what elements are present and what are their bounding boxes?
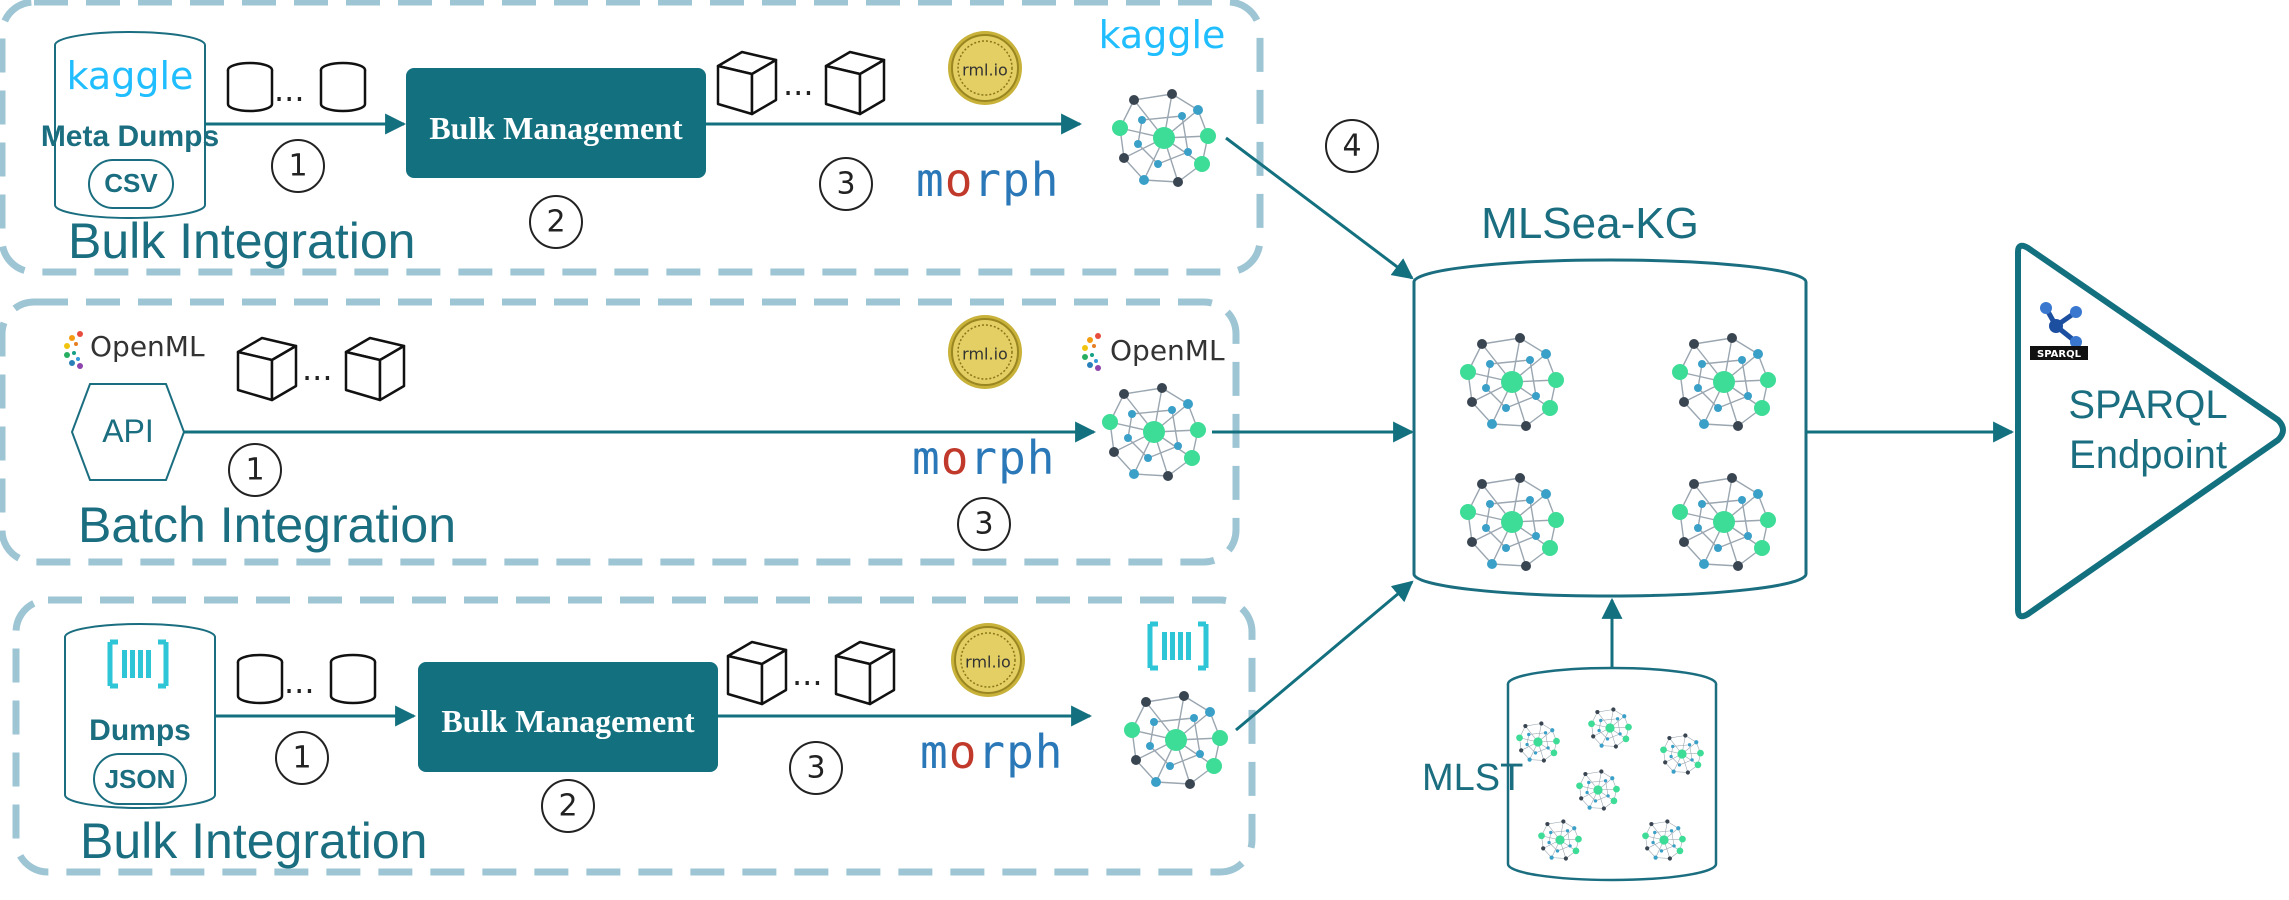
json-label: JSON xyxy=(105,764,176,794)
cylinder-icon xyxy=(236,653,284,705)
sparql-logo-icon: SPARQL xyxy=(2030,300,2088,360)
ellipsis: ... xyxy=(792,655,823,693)
step-1-label: 1 xyxy=(288,149,307,184)
bulk-integration-json-section: Dumps JSON Bulk Integration ... 1 Bulk M… xyxy=(12,596,1256,876)
step-2-badge xyxy=(541,779,595,833)
knowledge-graph-icon xyxy=(1101,382,1207,482)
cylinder-icon xyxy=(329,653,377,705)
step-4-label: 4 xyxy=(1342,129,1361,164)
ellipsis: ... xyxy=(783,65,814,103)
step-4-badge xyxy=(1325,119,1379,173)
morph-label: morph xyxy=(916,153,1060,207)
openml-source-logo: OpenML xyxy=(90,330,205,363)
step-2-label: 2 xyxy=(558,789,577,824)
ellipsis: ... xyxy=(274,71,305,109)
cube-icon xyxy=(726,640,788,706)
dumps-label: Dumps xyxy=(89,714,191,747)
rml-io-badge-icon xyxy=(947,314,1023,390)
sparql-endpoint: SPARQL SPARQL Endpoint xyxy=(2015,242,2286,620)
meta-dumps-label: Meta Dumps xyxy=(41,120,219,153)
bulk-integration-title: Bulk Integration xyxy=(80,813,427,869)
cube-icon xyxy=(716,50,778,116)
morph-label: morph xyxy=(920,725,1064,779)
section-border xyxy=(12,596,1256,876)
ellipsis: ... xyxy=(302,350,333,388)
bulk-management-box xyxy=(406,68,706,178)
step-2-label: 2 xyxy=(546,205,565,240)
sparql-endpoint-line1: SPARQL xyxy=(2068,383,2227,427)
step-2-badge xyxy=(529,195,583,249)
cube-icon xyxy=(344,336,406,402)
rml-io-badge-icon xyxy=(947,30,1023,106)
step-3-badge xyxy=(957,497,1011,551)
json-badge xyxy=(93,753,187,805)
knowledge-graph-icon xyxy=(1111,88,1217,188)
bulk-integration-kaggle-section: kaggle Meta Dumps CSV Bulk Integration .… xyxy=(0,0,1264,276)
knowledge-graph-icon xyxy=(1123,690,1229,790)
bulk-integration-title: Bulk Integration xyxy=(68,213,415,269)
mlst-store: MLST xyxy=(1422,597,1718,882)
arrow-kaggle-kg-to-mlsea xyxy=(1225,136,1414,280)
morph-label: morph xyxy=(912,431,1056,485)
sparql-logo-text: SPARQL xyxy=(2037,349,2082,360)
bulk-management-box xyxy=(418,662,718,772)
step-3-label: 3 xyxy=(974,507,993,542)
step-3-label: 3 xyxy=(806,751,825,786)
kaggle-output-logo: kaggle xyxy=(1099,13,1226,57)
kaggle-source-logo: kaggle xyxy=(67,54,194,98)
mlst-title: MLST xyxy=(1422,757,1523,799)
step-3-label: 3 xyxy=(836,167,855,202)
cube-icon xyxy=(834,640,896,706)
bulk-management-label: Bulk Management xyxy=(441,703,695,739)
openml-logo-icon xyxy=(64,331,83,369)
sparql-endpoint-line2: Endpoint xyxy=(2069,433,2227,477)
step-1-label: 1 xyxy=(292,741,311,776)
bulk-management-label: Bulk Management xyxy=(429,110,683,146)
mlsea-kg-title: MLSea-KG xyxy=(1481,199,1699,248)
ellipsis: ... xyxy=(284,663,315,701)
openml-output-logo: OpenML xyxy=(1110,334,1225,367)
batch-integration-title: Batch Integration xyxy=(78,497,456,553)
cylinder-icon xyxy=(319,61,367,113)
arrow-pwc-kg-to-mlsea xyxy=(1235,580,1414,732)
mlsea-kg-store: MLSea-KG xyxy=(1412,199,1808,598)
step-1-badge xyxy=(228,443,282,497)
step-3-badge xyxy=(819,157,873,211)
batch-integration-openml-section: OpenML API Batch Integration ... 1 morph… xyxy=(0,298,1240,566)
rml-io-badge-icon xyxy=(950,622,1026,698)
step-1-badge xyxy=(275,731,329,785)
csv-label: CSV xyxy=(104,168,158,198)
api-hexagon xyxy=(70,383,186,481)
step-1-label: 1 xyxy=(245,453,264,488)
papers-with-code-icon xyxy=(1150,624,1206,668)
csv-badge xyxy=(88,159,174,209)
cylinder-icon xyxy=(226,61,274,113)
step-3-badge xyxy=(789,741,843,795)
cube-icon xyxy=(236,336,298,402)
step-1-badge xyxy=(271,139,325,193)
api-label: API xyxy=(102,413,154,449)
cube-icon xyxy=(824,50,886,116)
section-border xyxy=(0,0,1264,276)
openml-logo-icon xyxy=(1082,333,1101,371)
